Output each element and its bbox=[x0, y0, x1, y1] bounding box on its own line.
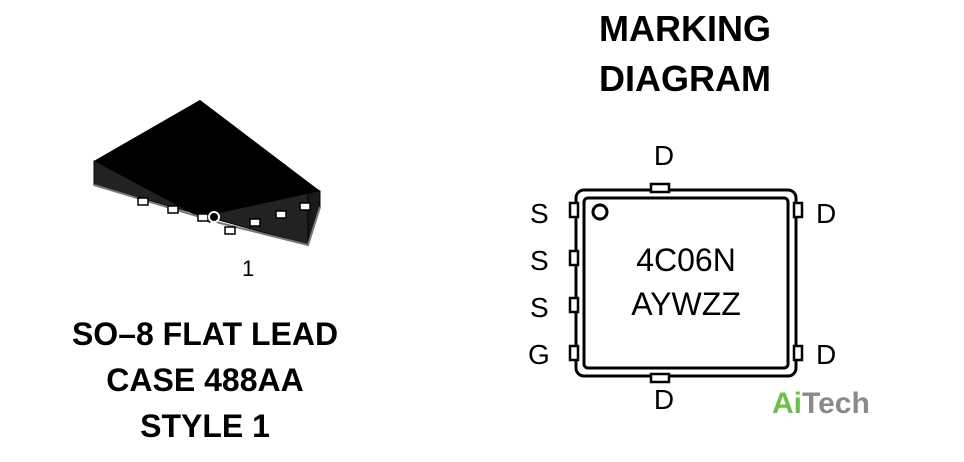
marking-package-outline bbox=[568, 182, 804, 384]
marking-pin-bottom bbox=[649, 372, 671, 384]
package-top-face-fill bbox=[94, 100, 320, 223]
package-illustration bbox=[93, 100, 321, 247]
marking-pin-left-2 bbox=[568, 249, 580, 267]
aitech-watermark: AiTech bbox=[772, 387, 870, 421]
pin-label-right-top: D bbox=[816, 198, 837, 229]
pin-label-bottom: D bbox=[653, 384, 675, 415]
watermark-part1: Ai bbox=[772, 387, 802, 420]
marking-body-inner bbox=[582, 196, 790, 370]
package-pins-right bbox=[224, 202, 311, 235]
marking-title-line1: MARKING bbox=[599, 8, 771, 49]
pin-label-left-4: G bbox=[528, 339, 550, 370]
marking-code-line2: AYWZZ bbox=[631, 286, 741, 322]
pin-label-right-bottom: D bbox=[816, 339, 837, 370]
marking-title-line2: DIAGRAM bbox=[599, 58, 771, 99]
marking-pin-left-3 bbox=[568, 296, 580, 314]
package-caption-line2: CASE 488AA bbox=[106, 362, 304, 398]
package-bottom-edge bbox=[93, 184, 321, 247]
marking-pin1-dot bbox=[591, 203, 609, 221]
marking-pin-left-4 bbox=[568, 344, 580, 362]
package-caption-line1: SO–8 FLAT LEAD bbox=[71, 316, 339, 352]
watermark-part2: Tech bbox=[802, 387, 870, 420]
package-caption-line3: STYLE 1 bbox=[140, 408, 270, 444]
marking-pin-left-1 bbox=[568, 201, 580, 219]
marking-code-line1: 4C06N bbox=[636, 242, 736, 278]
marking-pin-right-2 bbox=[792, 344, 804, 362]
marking-pin-top bbox=[649, 182, 671, 194]
pin-label-left-3: S bbox=[530, 292, 549, 323]
package-pins-left bbox=[137, 197, 209, 222]
pin-label-left-1: S bbox=[530, 198, 549, 229]
pin-label-top: D bbox=[653, 140, 675, 171]
pin-label-left-2: S bbox=[530, 245, 549, 276]
pin1-label: 1 bbox=[242, 256, 255, 281]
pin1-dot bbox=[208, 211, 220, 223]
marking-pin-right-1 bbox=[792, 201, 804, 219]
